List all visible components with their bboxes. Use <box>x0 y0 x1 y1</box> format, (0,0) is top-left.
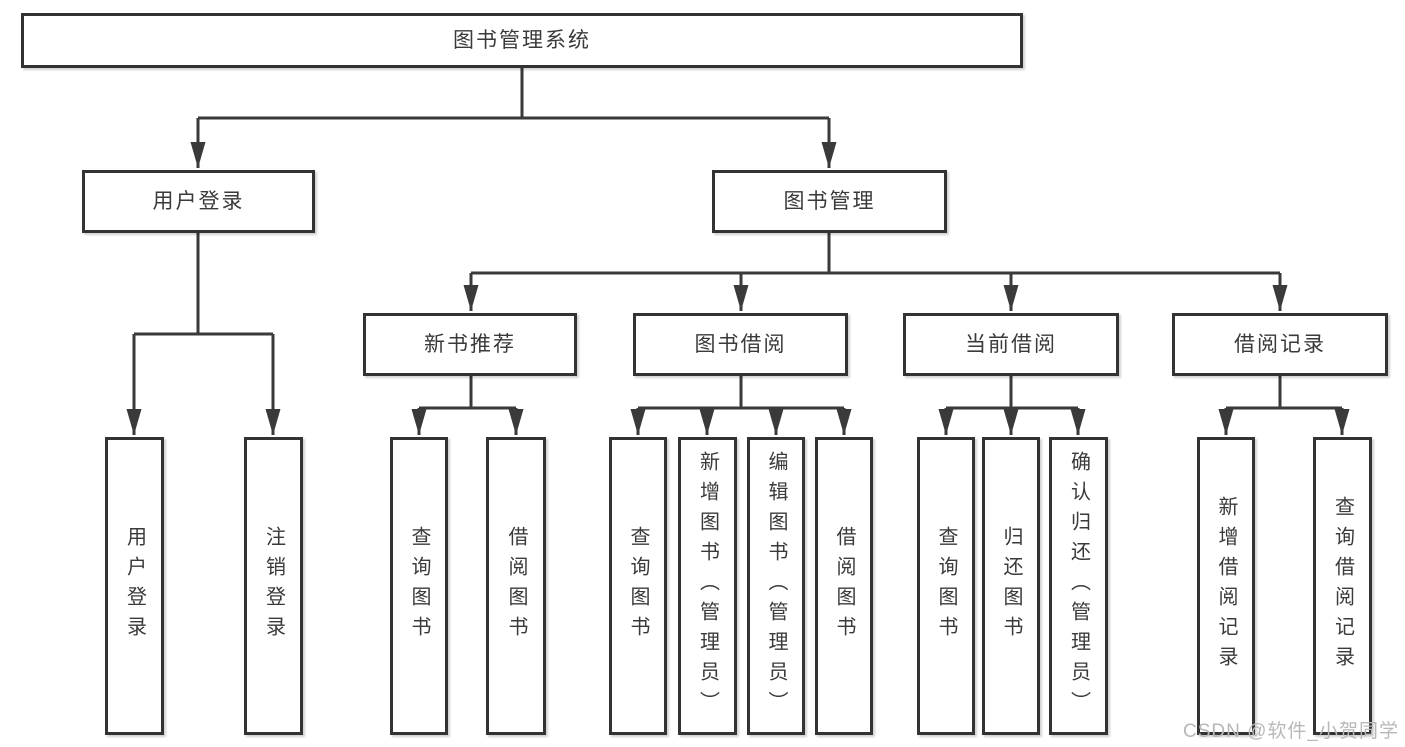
node-leaf-query-book-2-label: 查询图书 <box>627 526 649 646</box>
node-book-mgmt: 图书管理 <box>712 170 947 233</box>
node-new-book-rec: 新书推荐 <box>363 313 577 376</box>
connector-current-borrow-branch <box>946 376 1078 410</box>
node-leaf-query-record: 查询借阅记录 <box>1313 437 1372 735</box>
node-leaf-user-login-label: 用户登录 <box>123 526 146 646</box>
node-leaf-query-record-label: 查询借阅记录 <box>1331 496 1354 676</box>
node-leaf-query-book-2: 查询图书 <box>609 437 667 735</box>
connector-borrow-records-branch <box>1226 376 1342 410</box>
node-book-borrow: 图书借阅 <box>633 313 848 376</box>
node-borrow-records-label: 借阅记录 <box>1234 333 1326 356</box>
node-leaf-return-book: 归还图书 <box>982 437 1040 735</box>
connector-user-login-branch <box>134 233 273 336</box>
node-leaf-return-book-label: 归还图书 <box>1000 526 1022 646</box>
node-root-label: 图书管理系统 <box>453 29 591 52</box>
connector-book-borrow-branch <box>638 376 844 410</box>
connectors <box>126 68 1350 435</box>
node-borrow-records: 借阅记录 <box>1172 313 1388 376</box>
node-new-book-rec-label: 新书推荐 <box>424 333 516 356</box>
node-leaf-query-book-3-label: 查询图书 <box>935 526 957 646</box>
node-user-login: 用户登录 <box>82 170 315 233</box>
node-leaf-query-book-3: 查询图书 <box>917 437 975 735</box>
node-current-borrow: 当前借阅 <box>903 313 1119 376</box>
node-leaf-borrow-book-2-label: 借阅图书 <box>833 526 855 646</box>
connector-book-mgmt-branch <box>471 233 1280 275</box>
node-leaf-query-book-1-label: 查询图书 <box>408 526 430 646</box>
node-leaf-add-book: 新增图书（管理员） <box>678 437 737 735</box>
node-root: 图书管理系统 <box>21 13 1023 68</box>
node-leaf-add-book-label: 新增图书（管理员） <box>696 451 719 721</box>
connector-root-branch <box>198 68 829 120</box>
node-leaf-borrow-book-2: 借阅图书 <box>815 437 873 735</box>
node-leaf-confirm-return-label: 确认归还（管理员） <box>1067 451 1090 721</box>
watermark: CSDN @软件_小贺同学 <box>1183 721 1399 742</box>
node-leaf-borrow-book-1: 借阅图书 <box>486 437 546 735</box>
node-user-login-label: 用户登录 <box>152 190 245 213</box>
node-leaf-edit-book-label: 编辑图书（管理员） <box>765 451 787 721</box>
node-leaf-edit-book: 编辑图书（管理员） <box>747 437 805 735</box>
connector-new-book-rec-branch <box>419 376 516 410</box>
node-leaf-logout: 注销登录 <box>244 437 303 735</box>
node-leaf-confirm-return: 确认归还（管理员） <box>1049 437 1108 735</box>
node-leaf-add-record-label: 新增借阅记录 <box>1215 496 1237 676</box>
node-current-borrow-label: 当前借阅 <box>965 333 1057 356</box>
node-leaf-query-book-1: 查询图书 <box>390 437 448 735</box>
node-book-mgmt-label: 图书管理 <box>783 190 876 213</box>
node-leaf-user-login: 用户登录 <box>105 437 164 735</box>
node-leaf-add-record: 新增借阅记录 <box>1197 437 1255 735</box>
node-book-borrow-label: 图书借阅 <box>694 333 787 356</box>
node-leaf-borrow-book-1-label: 借阅图书 <box>505 526 527 646</box>
node-leaf-logout-label: 注销登录 <box>262 526 285 646</box>
